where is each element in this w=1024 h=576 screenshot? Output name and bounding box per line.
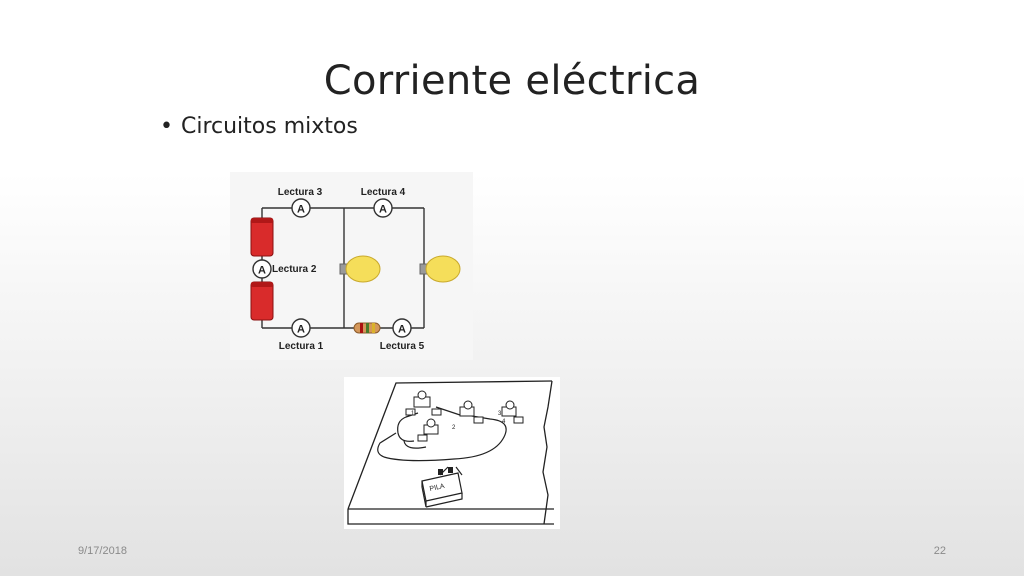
ammeter-symbol: A <box>398 324 406 336</box>
ammeter-lectura1: A <box>291 318 311 338</box>
label-lectura5: Lectura 5 <box>380 341 425 352</box>
bullet-text: Circuitos mixtos <box>180 114 358 139</box>
ammeter-symbol: A <box>297 324 305 336</box>
bulb-right <box>419 255 461 283</box>
sketch-battery: PILA <box>421 467 463 508</box>
ammeter-lectura2: A <box>252 259 272 279</box>
label-lectura4: Lectura 4 <box>361 187 406 198</box>
label-lectura3: Lectura 3 <box>278 187 323 198</box>
sketch-number-3: 3 <box>498 411 502 417</box>
circuit-diagram: A A A A A <box>230 172 473 360</box>
bulb-left <box>339 255 381 283</box>
circuit-sketch: 1 2 3 4 PILA <box>344 377 560 529</box>
sketch-number-1: 1 <box>411 411 415 417</box>
ammeter-symbol: A <box>379 204 387 216</box>
sketch-number-2: 2 <box>452 425 456 431</box>
slide-title: Corriente eléctrica <box>323 58 701 104</box>
sketch-components <box>405 390 524 442</box>
ammeter-lectura3: A <box>291 198 311 218</box>
ammeter-lectura4: A <box>373 198 393 218</box>
footer-date: 9/17/2018 <box>78 545 127 557</box>
label-lectura1: Lectura 1 <box>279 341 324 352</box>
sketch-svg: 1 2 3 4 PILA <box>347 380 554 525</box>
ammeter-symbol: A <box>297 204 305 216</box>
footer-page-number: 22 <box>933 545 946 557</box>
label-lectura2: Lectura 2 <box>272 264 317 275</box>
bullet-item: • Circuitos mixtos <box>160 114 358 139</box>
ammeter-symbol: A <box>258 265 266 277</box>
sketch-number-4: 4 <box>502 419 506 425</box>
ammeter-lectura5: A <box>392 318 412 338</box>
sketch-battery-label: PILA <box>429 483 446 493</box>
sketch-wires <box>377 406 507 476</box>
sketch-board <box>347 380 554 525</box>
bullet-dot: • <box>160 114 173 139</box>
battery-top <box>250 217 274 257</box>
circuit-svg: A A A A A <box>250 187 461 352</box>
battery-bottom <box>250 281 274 321</box>
resistor <box>353 322 381 334</box>
